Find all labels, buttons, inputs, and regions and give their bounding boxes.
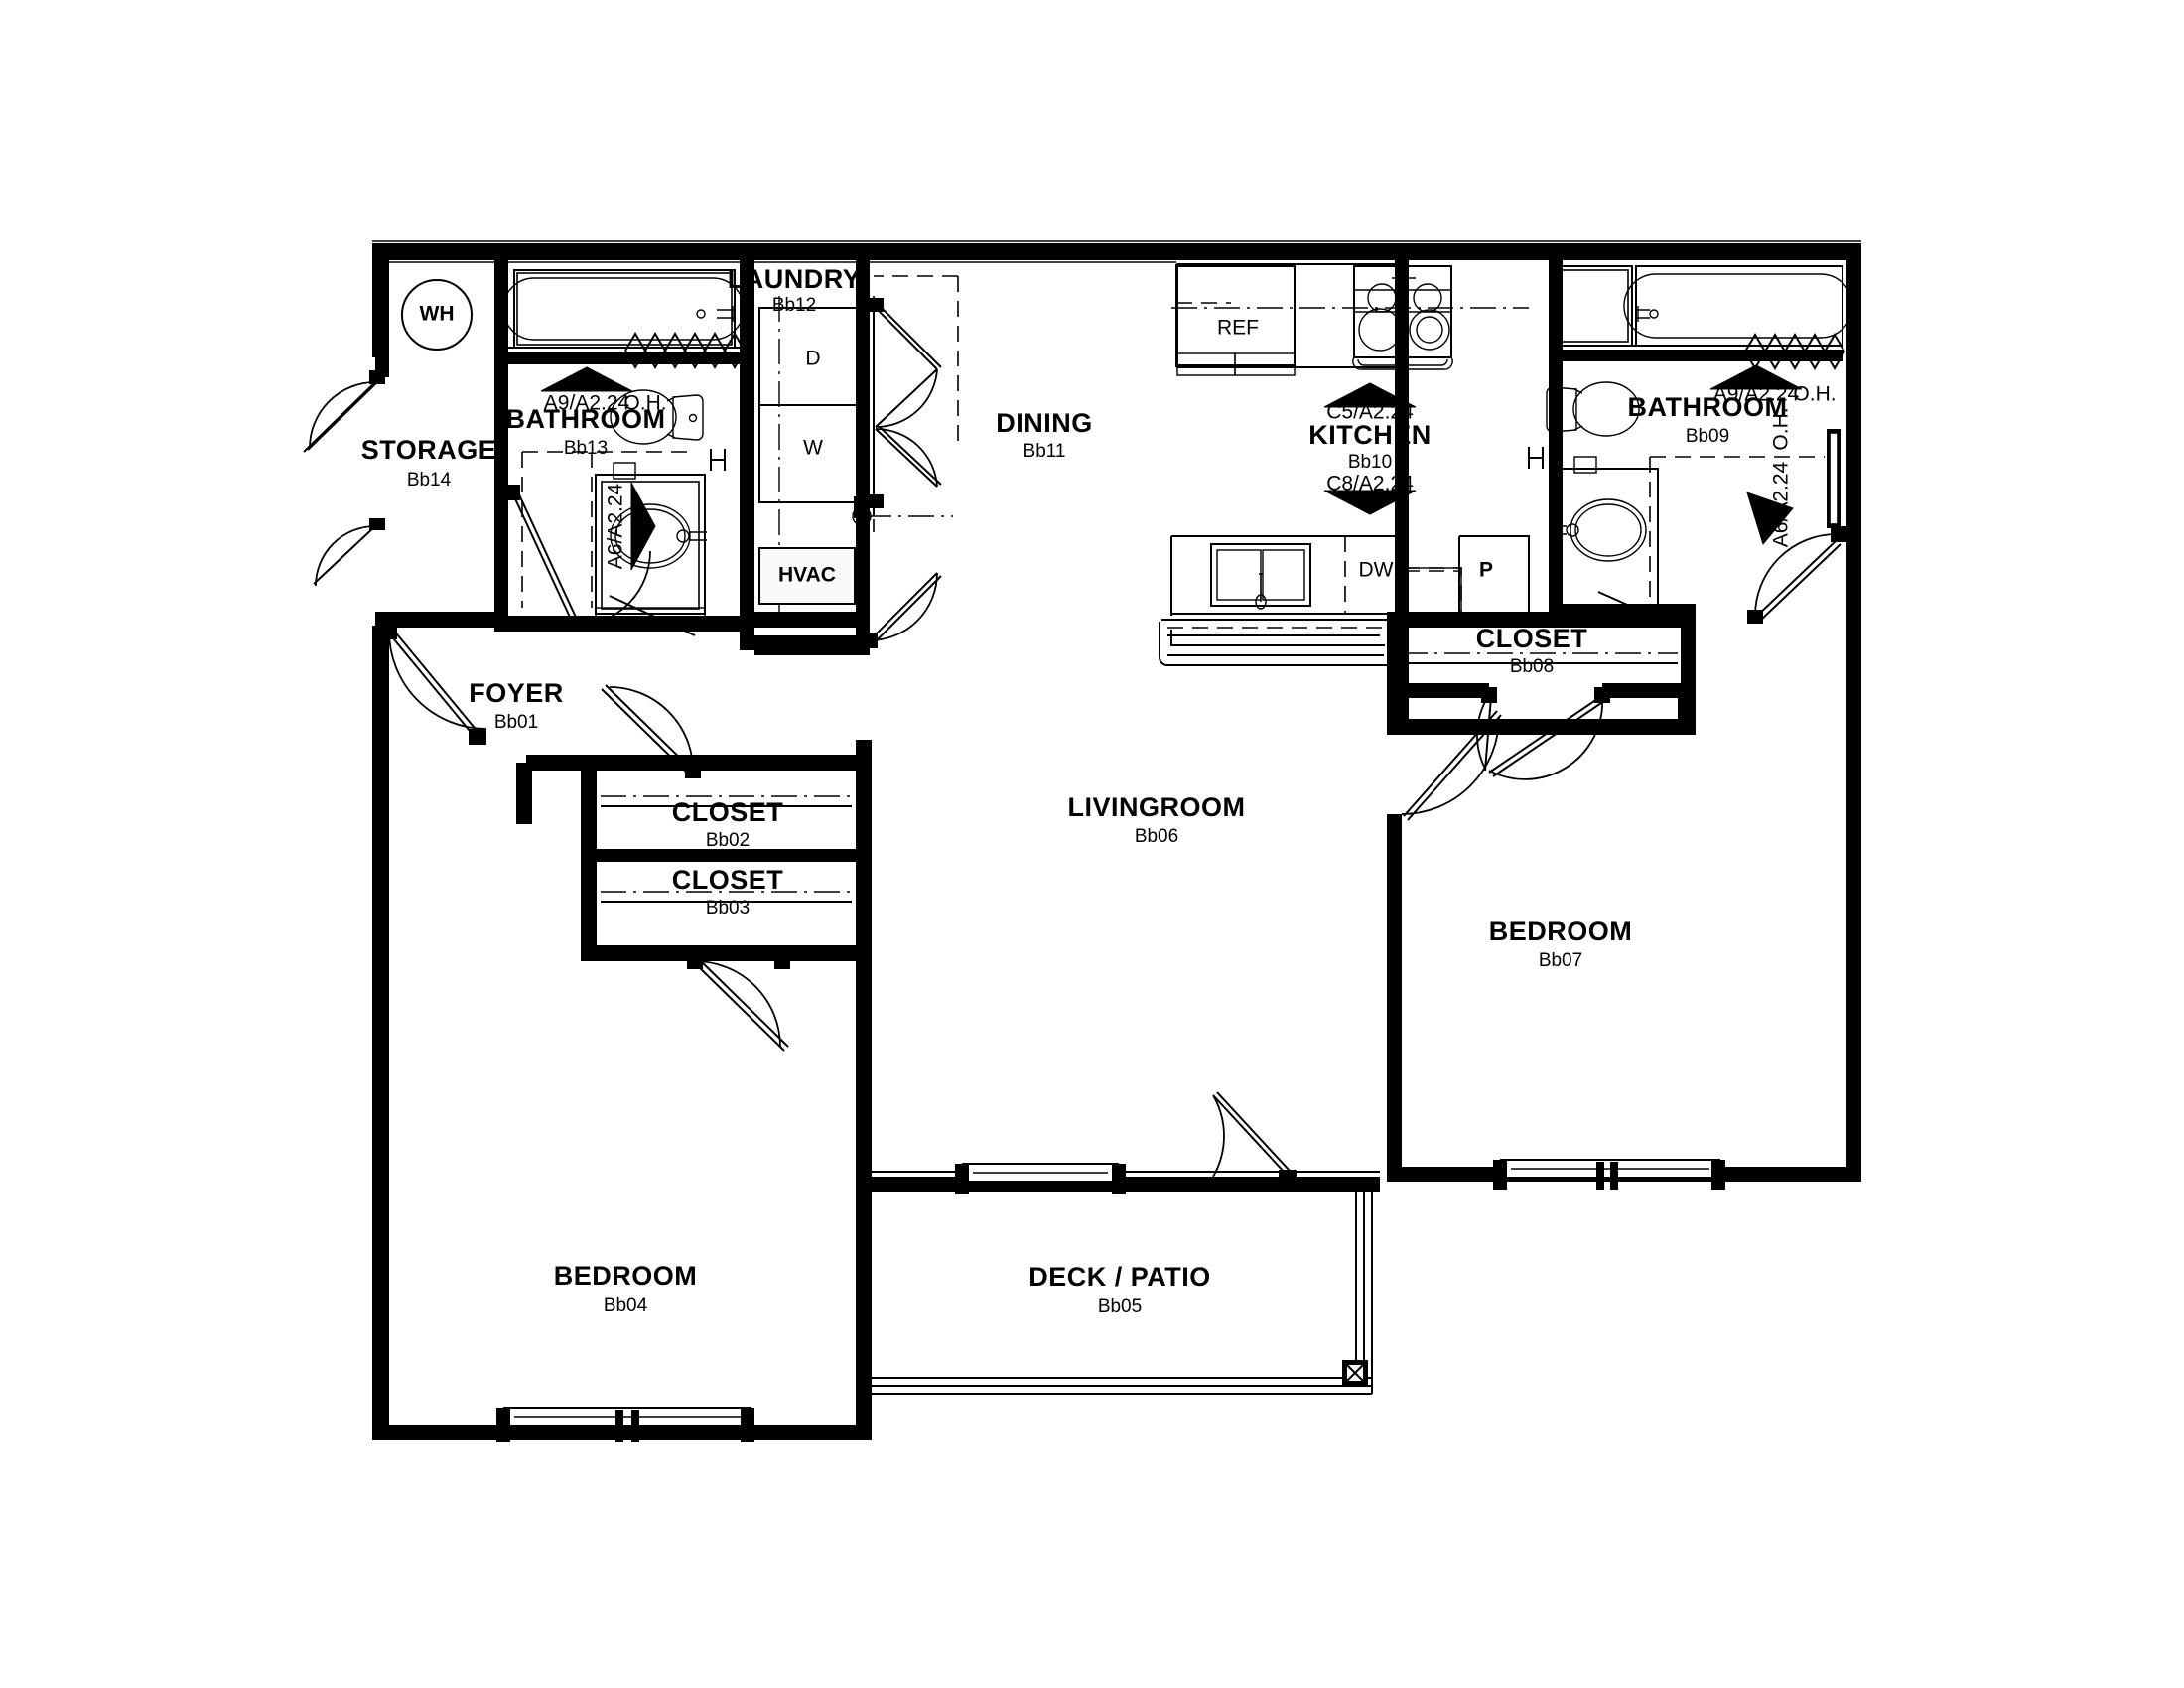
room-code-foyer: Bb01 (494, 712, 538, 733)
appliance-label-hvac: HVAC (778, 564, 836, 587)
closet-bb03-rods (601, 891, 852, 903)
room-code-bathroom-right: Bb09 (1686, 426, 1729, 447)
vanity-right-icon (1549, 456, 1659, 617)
room-code-laundry: Bb12 (772, 295, 816, 316)
room-laundry (758, 296, 942, 616)
room-code-dining: Bb11 (1024, 441, 1066, 462)
text-layer: STORAGE Bb14 BATHROOM Bb13 LAUNDRY Bb12 … (361, 264, 1837, 1317)
room-code-bathroom-left: Bb13 (564, 438, 608, 459)
windows (496, 1159, 1725, 1442)
room-bathroom-left (502, 269, 746, 636)
room-label-foyer: FOYER (469, 678, 564, 708)
room-label-deck-patio: DECK / PATIO (1028, 1262, 1211, 1292)
room-code-closet-bb02: Bb02 (706, 830, 750, 851)
vanity-left-icon (595, 462, 707, 636)
detail-arrow-right-left-bath (630, 482, 656, 571)
room-label-bathroom-right: BATHROOM (1628, 392, 1788, 422)
detail-tag-a9-left: A9/A2.24 (544, 392, 630, 415)
appliance-label-pantry: P (1479, 559, 1493, 582)
detail-tag-markers (540, 364, 1803, 571)
detail-tag-a6-right: A6/A2.24 (1770, 461, 1793, 547)
toilet-right-icon (1546, 381, 1640, 437)
detail-tag-a6-left: A6/A2.24 (605, 483, 627, 569)
room-label-closet-bb02: CLOSET (672, 797, 784, 827)
room-label-bedroom-bb04: BEDROOM (554, 1261, 698, 1291)
appliance-label-wh: WH (420, 303, 455, 326)
room-code-closet-bb08: Bb08 (1510, 656, 1554, 677)
room-label-closet-bb03: CLOSET (672, 865, 784, 895)
room-label-bathroom-left: BATHROOM (506, 404, 666, 434)
room-label-dining: DINING (996, 408, 1093, 438)
room-label-bedroom-bb07: BEDROOM (1489, 916, 1633, 946)
closet-bb02-rods (601, 795, 852, 807)
range-icon (1352, 265, 1453, 370)
window-bedroom-bb04 (496, 1407, 754, 1442)
room-label-laundry: LAUNDRY (728, 264, 862, 294)
window-bedroom-bb07 (1493, 1159, 1725, 1190)
closet-bb08-rods (1402, 652, 1678, 780)
room-code-closet-bb03: Bb03 (706, 898, 750, 918)
breakfast-bar (1159, 619, 1390, 666)
room-code-storage: Bb14 (407, 470, 452, 491)
detail-tag-a9-left-oh: O.H. (623, 392, 666, 415)
appliance-label-washer: W (803, 437, 823, 460)
room-kitchen (1159, 263, 1530, 666)
appliance-label-dw: DW (1359, 559, 1394, 582)
room-code-kitchen: Bb10 (1348, 452, 1392, 473)
detail-tag-a6-right-oh: O.H. (1770, 407, 1793, 450)
room-dining (874, 275, 959, 447)
room-storage (303, 258, 473, 587)
room-bathroom-right (1528, 265, 1853, 624)
detail-arrow-up-left (540, 366, 633, 392)
detail-arrow-right-right-bath (1746, 492, 1794, 546)
room-label-closet-bb08: CLOSET (1476, 624, 1588, 653)
detail-tag-c5: C5/A2.24 (1326, 401, 1414, 424)
room-code-livingroom: Bb06 (1135, 826, 1178, 847)
room-code-bedroom-bb07: Bb07 (1539, 950, 1582, 971)
detail-arrow-down-kitchen (1323, 490, 1417, 515)
detail-tag-c8: C8/A2.24 (1326, 473, 1414, 495)
toilet-left-icon (610, 389, 704, 445)
detail-arrow-up-right (1709, 364, 1803, 390)
hvac-closet (758, 496, 953, 648)
room-label-livingroom: LIVINGROOM (1068, 792, 1246, 822)
room-code-bedroom-bb04: Bb04 (604, 1295, 648, 1316)
sink-icon (1210, 543, 1311, 610)
detail-tag-a9-right-oh: O.H. (1793, 383, 1836, 406)
room-label-storage: STORAGE (361, 435, 497, 465)
room-label-kitchen: KITCHEN (1308, 420, 1432, 450)
wall-structure (372, 240, 1861, 1440)
window-living-room (955, 1163, 1126, 1194)
appliance-label-dryer: D (805, 348, 820, 370)
doors-and-swings (381, 624, 1502, 1186)
room-code-deck-patio: Bb05 (1098, 1296, 1142, 1317)
detail-arrow-up-kitchen (1323, 382, 1417, 408)
detail-tag-a9-right: A9/A2.24 (1713, 383, 1800, 406)
appliance-label-ref: REF (1217, 317, 1259, 340)
